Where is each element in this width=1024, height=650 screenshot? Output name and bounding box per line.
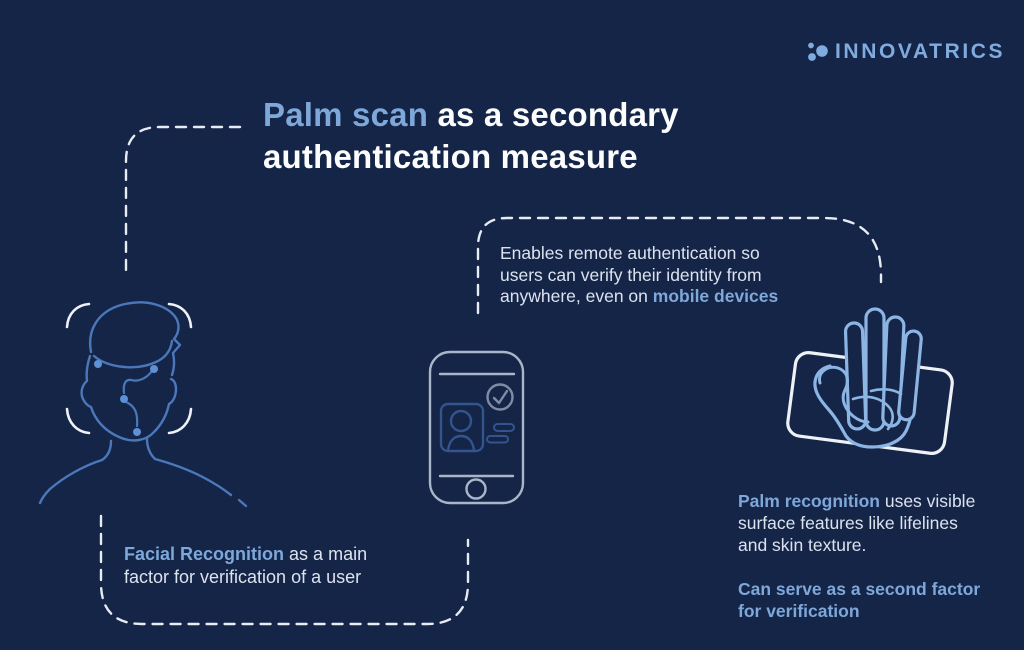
palm-recognition-highlight: Palm recognition [738, 491, 880, 511]
phone-id-illustration [428, 350, 525, 505]
face-scan-illustration [38, 301, 248, 508]
palm-scan-illustration [786, 307, 954, 455]
second-factor-line-2: for verification [738, 601, 860, 621]
brand-name: INNOVATRICS [835, 40, 1006, 63]
dashed-box-facial-note [99, 514, 470, 626]
mobile-note: Enables remote authentication so users c… [500, 243, 779, 306]
title-line-2: authentication measure [263, 138, 638, 176]
dashed-box-mobile-note [476, 216, 883, 315]
dashed-connector-title-to-face [124, 125, 242, 273]
biometric-dots-icon [94, 360, 158, 436]
palm-hand-icon [813, 307, 923, 449]
facial-recognition-highlight: Facial Recognition [124, 544, 285, 564]
page-title: Palm scan as a secondary authentication … [263, 94, 679, 178]
mobile-devices-highlight: mobile devices [652, 286, 779, 306]
palm-note-spacer [738, 556, 980, 578]
phone-body-icon [428, 350, 525, 505]
title-highlight: Palm scan [263, 96, 429, 134]
check-circle-icon [486, 383, 514, 411]
face-outline-icon [38, 301, 248, 508]
id-card-icon [439, 402, 515, 453]
scan-frame-brackets-icon [65, 302, 193, 435]
palm-note: Palm recognition uses visible surface fe… [738, 491, 981, 621]
brand-logo: INNOVATRICS [804, 39, 1005, 65]
facial-note: Facial Recognition as a main factor for … [124, 544, 368, 587]
second-factor-line-1: Can serve as a second factor [738, 579, 981, 599]
innovatrics-mark-icon [808, 42, 828, 61]
title-line-1: Palm scan as a secondary [263, 96, 679, 134]
home-button-icon [465, 478, 487, 500]
